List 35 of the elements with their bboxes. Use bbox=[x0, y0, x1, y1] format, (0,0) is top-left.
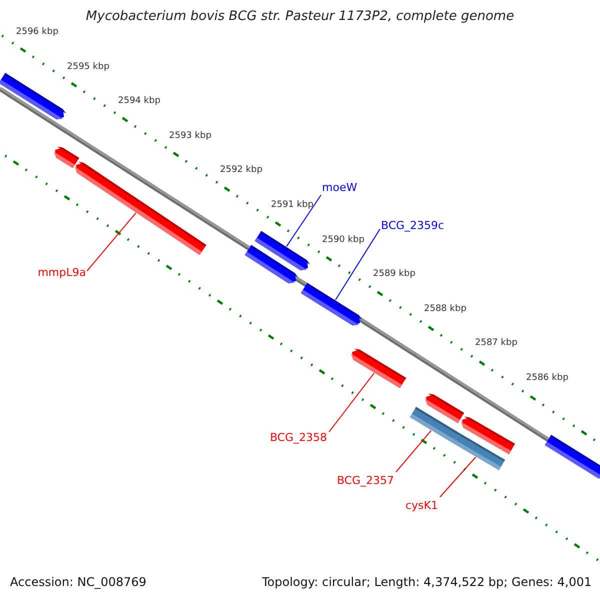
gene-label: moeW bbox=[322, 181, 358, 194]
tick-label: 2593 kbp bbox=[169, 130, 212, 141]
gene-feature bbox=[350, 348, 406, 388]
tick-label: 2586 kbp bbox=[526, 373, 568, 383]
gene-label: BCG_2357 bbox=[336, 474, 394, 487]
gene-feature bbox=[452, 432, 506, 470]
gene-feature bbox=[54, 146, 80, 168]
gene-label: BCG_2358 bbox=[270, 431, 327, 444]
gene-feature bbox=[410, 406, 460, 444]
tick-label: 2589 kbp bbox=[373, 269, 416, 280]
gene-feature bbox=[544, 434, 600, 478]
tick-label: 2592 kbp bbox=[220, 165, 262, 176]
footer-text: Topology: circular; Length: 4,374,522 bp; Genes: 4,001 bbox=[262, 575, 592, 589]
tick-label: 2587 kbp bbox=[475, 338, 518, 348]
gene-feature bbox=[300, 282, 362, 326]
gene-label: mmpL9a bbox=[38, 266, 86, 279]
leader-line bbox=[334, 228, 380, 300]
leader-line bbox=[396, 430, 432, 472]
tick-label: 2594 kbp bbox=[118, 96, 160, 106]
tick-label: 2590 kbp bbox=[322, 234, 364, 245]
gene-feature bbox=[244, 244, 298, 284]
gene-feature bbox=[74, 162, 206, 255]
tick-label: 2595 kbp bbox=[67, 62, 110, 72]
leader-line bbox=[286, 194, 322, 248]
title: Mycobacterium bovis BCG str. Pasteur 1173P2, complete genome bbox=[84, 9, 516, 24]
gene-label: BCG_2359c bbox=[381, 219, 444, 232]
tick-label: 2588 kbp bbox=[424, 304, 466, 314]
leader-line bbox=[328, 372, 375, 432]
leader-line bbox=[440, 456, 476, 498]
tick-label: 2591 kbp bbox=[271, 200, 314, 210]
gene-label: cysK1 bbox=[405, 499, 438, 512]
gene-feature bbox=[0, 72, 66, 120]
tick-label: 2596 kbp bbox=[16, 27, 58, 37]
footer-text: Accession: NC_008769 bbox=[10, 575, 146, 589]
leader-line bbox=[86, 212, 136, 272]
